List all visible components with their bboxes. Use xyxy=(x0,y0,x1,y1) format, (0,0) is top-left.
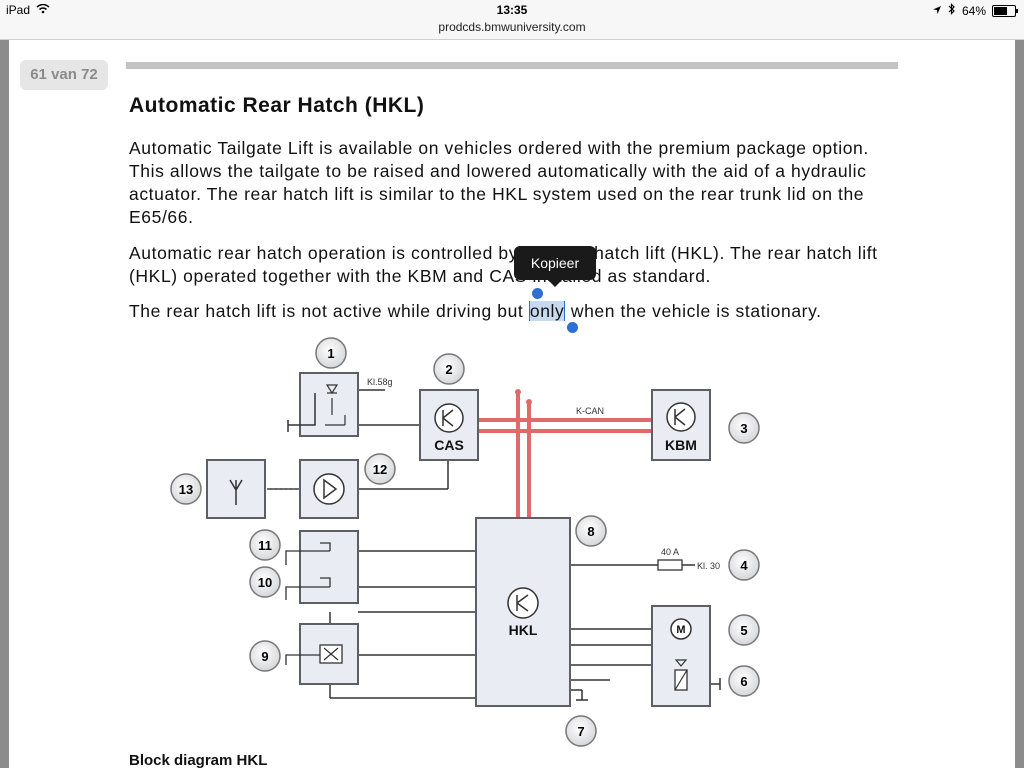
header-rule xyxy=(126,62,898,69)
svg-text:10: 10 xyxy=(258,575,272,590)
page-margin-right xyxy=(1015,40,1024,768)
svg-text:7: 7 xyxy=(577,724,584,739)
svg-text:9: 9 xyxy=(261,649,268,664)
wifi-icon xyxy=(36,3,50,17)
selection-end-handle[interactable] xyxy=(567,322,578,333)
marker-9: 9 xyxy=(249,640,281,672)
diagram-caption: Block diagram HKL xyxy=(129,752,268,769)
clock: 13:35 xyxy=(496,3,528,17)
switch-module-10-11 xyxy=(285,530,359,604)
kbm-label: KBM xyxy=(665,437,697,453)
motor-valve-module: M xyxy=(651,605,711,707)
cas-label: CAS xyxy=(434,437,464,453)
amplifier-module xyxy=(299,459,359,519)
svg-text:13: 13 xyxy=(179,482,193,497)
marker-12: 12 xyxy=(364,453,396,485)
paragraph-2-line-1: Automatic rear hatch operation is contro… xyxy=(129,243,878,263)
svg-text:8: 8 xyxy=(587,524,594,539)
component-1-box xyxy=(287,372,359,437)
k-can-bus xyxy=(478,392,652,518)
marker-2: 2 xyxy=(433,353,465,385)
paragraph-1: Automatic Tailgate Lift is available on … xyxy=(129,138,869,227)
location-icon xyxy=(932,4,942,18)
svg-text:6: 6 xyxy=(740,674,747,689)
page-title: Automatic Rear Hatch (HKL) xyxy=(129,94,425,117)
marker-6: 6 xyxy=(728,665,760,697)
fuse-label: 40 A xyxy=(661,547,679,557)
marker-11: 11 xyxy=(249,529,281,561)
marker-7: 7 xyxy=(565,715,597,747)
marker-13: 13 xyxy=(170,473,202,505)
kcan-label: K-CAN xyxy=(576,406,604,416)
marker-8: 8 xyxy=(575,515,607,547)
paragraph-3-end: when the vehicle is stationary. xyxy=(565,301,822,321)
marker-5: 5 xyxy=(728,614,760,646)
kl58g-label: Kl.58g xyxy=(367,377,393,387)
kbm-module: KBM xyxy=(651,389,711,461)
marker-1: 1 xyxy=(315,337,347,369)
status-bar: iPad 13:35 64% xyxy=(0,0,1024,20)
svg-text:M: M xyxy=(676,624,685,636)
marker-4: 4 xyxy=(728,549,760,581)
paragraph-3-start: The rear hatch lift is not active while … xyxy=(129,301,529,321)
svg-text:12: 12 xyxy=(373,462,387,477)
component-9-box xyxy=(285,623,359,685)
fuse-icon xyxy=(657,559,683,571)
marker-3: 3 xyxy=(728,412,760,444)
hkl-module: HKL xyxy=(475,517,571,707)
page-margin-left xyxy=(0,40,9,768)
svg-text:5: 5 xyxy=(740,623,747,638)
selection-start-handle[interactable] xyxy=(532,288,543,299)
cas-module: CAS xyxy=(419,389,479,461)
battery-percent: 64% xyxy=(961,3,986,18)
hkl-label: HKL xyxy=(509,622,538,638)
marker-10: 10 xyxy=(249,566,281,598)
svg-text:4: 4 xyxy=(740,558,748,573)
kl30-label: Kl. 30 xyxy=(697,561,720,571)
antenna-module xyxy=(206,459,266,519)
url-bar[interactable]: prodcds.bmwuniversity.com xyxy=(0,20,1024,40)
copy-button[interactable]: Kopieer xyxy=(514,246,596,287)
bluetooth-icon xyxy=(948,3,956,18)
selected-text[interactable]: only xyxy=(528,301,566,321)
svg-text:11: 11 xyxy=(258,538,272,553)
paragraph-3: The rear hatch lift is not active while … xyxy=(129,300,899,323)
page-indicator: 61 van 72 xyxy=(20,60,108,90)
paragraph-2-line-2: (HKL) operated together with the KBM and… xyxy=(129,266,712,286)
svg-text:3: 3 xyxy=(740,421,747,436)
block-diagram: Kl.58g CAS K-CAN KBM xyxy=(170,337,760,747)
battery-icon xyxy=(992,4,1018,17)
svg-text:1: 1 xyxy=(327,346,334,361)
svg-text:2: 2 xyxy=(445,362,452,377)
url-text[interactable]: prodcds.bmwuniversity.com xyxy=(438,20,586,34)
device-label: iPad xyxy=(6,3,31,17)
